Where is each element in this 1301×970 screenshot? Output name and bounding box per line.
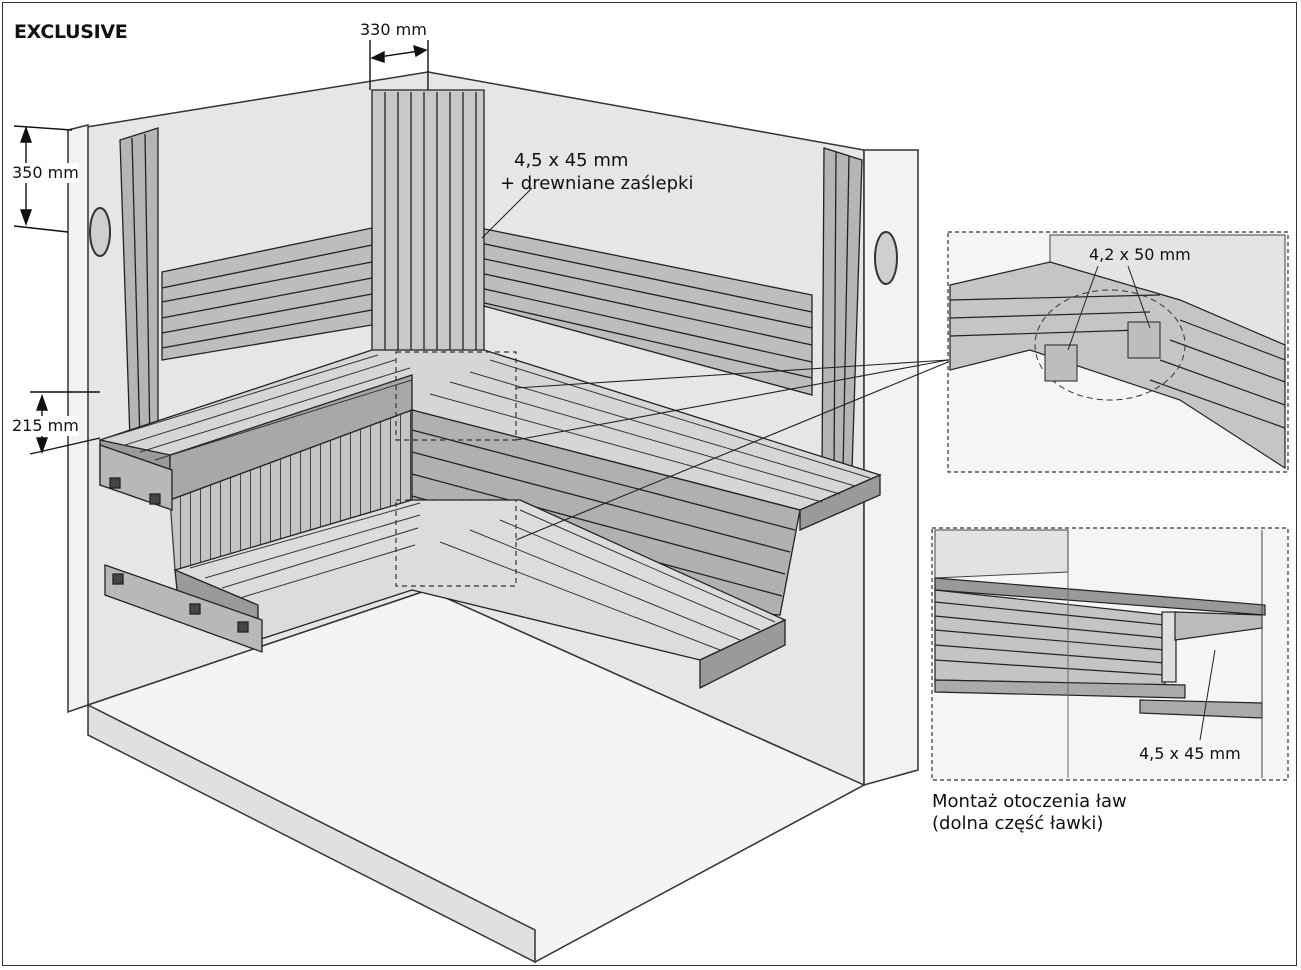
- diagram-title: EXCLUSIVE: [14, 21, 128, 43]
- dimension-top-width: 330 mm: [360, 20, 427, 39]
- right-wall-edge: [863, 149, 919, 786]
- vent-icons: [89, 207, 898, 285]
- detail-bottom-screw-label: 4,5 x 45 mm: [1139, 744, 1241, 763]
- callout-main-screw-size: 4,5 x 45 mm: [514, 150, 629, 171]
- lower-bench-top-slats: [189, 502, 776, 651]
- upper-bench-top-slats: [109, 354, 871, 503]
- detail-caption: Montaż otoczenia ław (dolna część ławki): [932, 791, 1127, 835]
- callout-main-wood-plugs: + drewniane zaślepki: [500, 173, 694, 194]
- backrest-left: [161, 227, 373, 361]
- lower-support-bar: [104, 564, 263, 653]
- detail-inset-top: [947, 231, 1289, 473]
- dimension-bench-gap: 215 mm: [12, 416, 79, 436]
- floor-front-edge: [87, 703, 536, 964]
- vent-left-icon: [89, 207, 111, 257]
- dimension-backrest-height: 350 mm: [12, 163, 79, 183]
- detail-top-screw-label: 4,2 x 50 mm: [1089, 245, 1191, 264]
- leader-lines: [481, 187, 949, 541]
- corner-panel: [371, 89, 485, 381]
- detail-inset-bottom: [931, 527, 1289, 781]
- caption-line-2: (dolna część ławki): [932, 813, 1104, 834]
- detail-highlight-boxes: [395, 351, 517, 587]
- backrest-right: [479, 227, 813, 396]
- light-post-right: [821, 147, 863, 479]
- bench-supports: [99, 444, 263, 653]
- caption-line-1: Montaż otoczenia ław: [932, 791, 1127, 812]
- vent-right-icon: [874, 231, 898, 285]
